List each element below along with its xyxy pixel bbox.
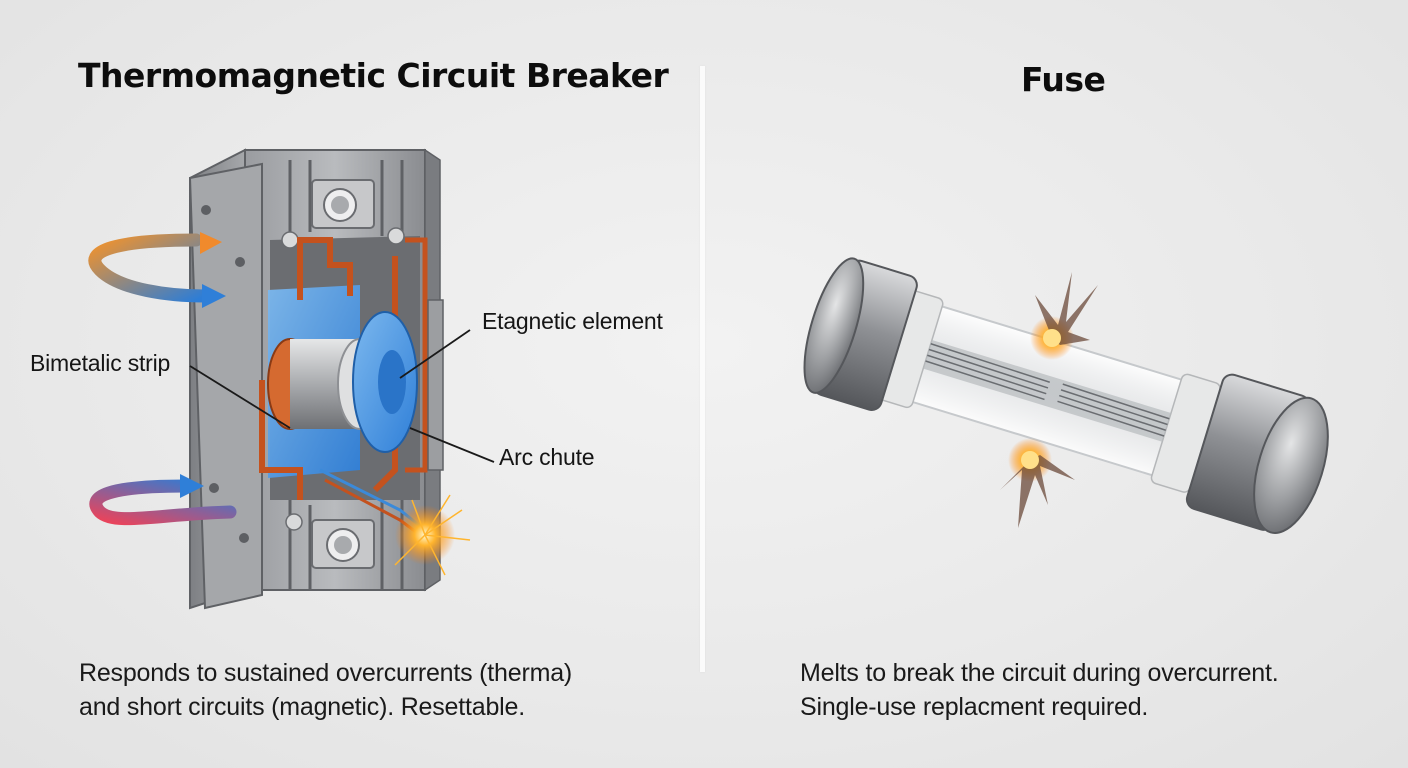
- arc-chute-label: Arc chute: [499, 444, 595, 470]
- breaker-spark: [394, 494, 471, 576]
- fuse-illustration: [803, 257, 1329, 534]
- breaker-title: Thermomagnetic Circuit Breaker: [78, 56, 669, 95]
- fuse-spark-bottom: [1000, 438, 1075, 528]
- breaker-caption-line-2: and short circuits (magnetic). Resettabl…: [79, 693, 525, 721]
- panel-divider: [700, 66, 705, 672]
- breaker-illustration: [188, 148, 444, 610]
- leader-magnetic: [399, 329, 471, 379]
- magnetic-element-label: Etagnetic element: [482, 308, 663, 334]
- bimetallic-strip-label: Bimetalic strip: [30, 350, 171, 376]
- breaker-caption-line-1: Responds to sustained overcurrents (ther…: [79, 659, 573, 687]
- fuse-caption: Melts to break the circuit during overcu…: [800, 656, 1279, 724]
- heat-flow-arrow-top: [88, 232, 226, 308]
- fuse-caption-line-2: Single-use replacment required.: [800, 693, 1149, 721]
- leader-bimetal: [189, 365, 291, 429]
- leader-arc: [409, 427, 495, 463]
- heat-flow-arrow-bottom: [89, 474, 237, 526]
- breaker-caption: Responds to sustained overcurrents (ther…: [79, 656, 572, 724]
- fuse-title: Fuse: [1021, 60, 1106, 99]
- fuse-caption-line-1: Melts to break the circuit during overcu…: [800, 659, 1279, 687]
- fuse-spark-top: [1030, 272, 1098, 360]
